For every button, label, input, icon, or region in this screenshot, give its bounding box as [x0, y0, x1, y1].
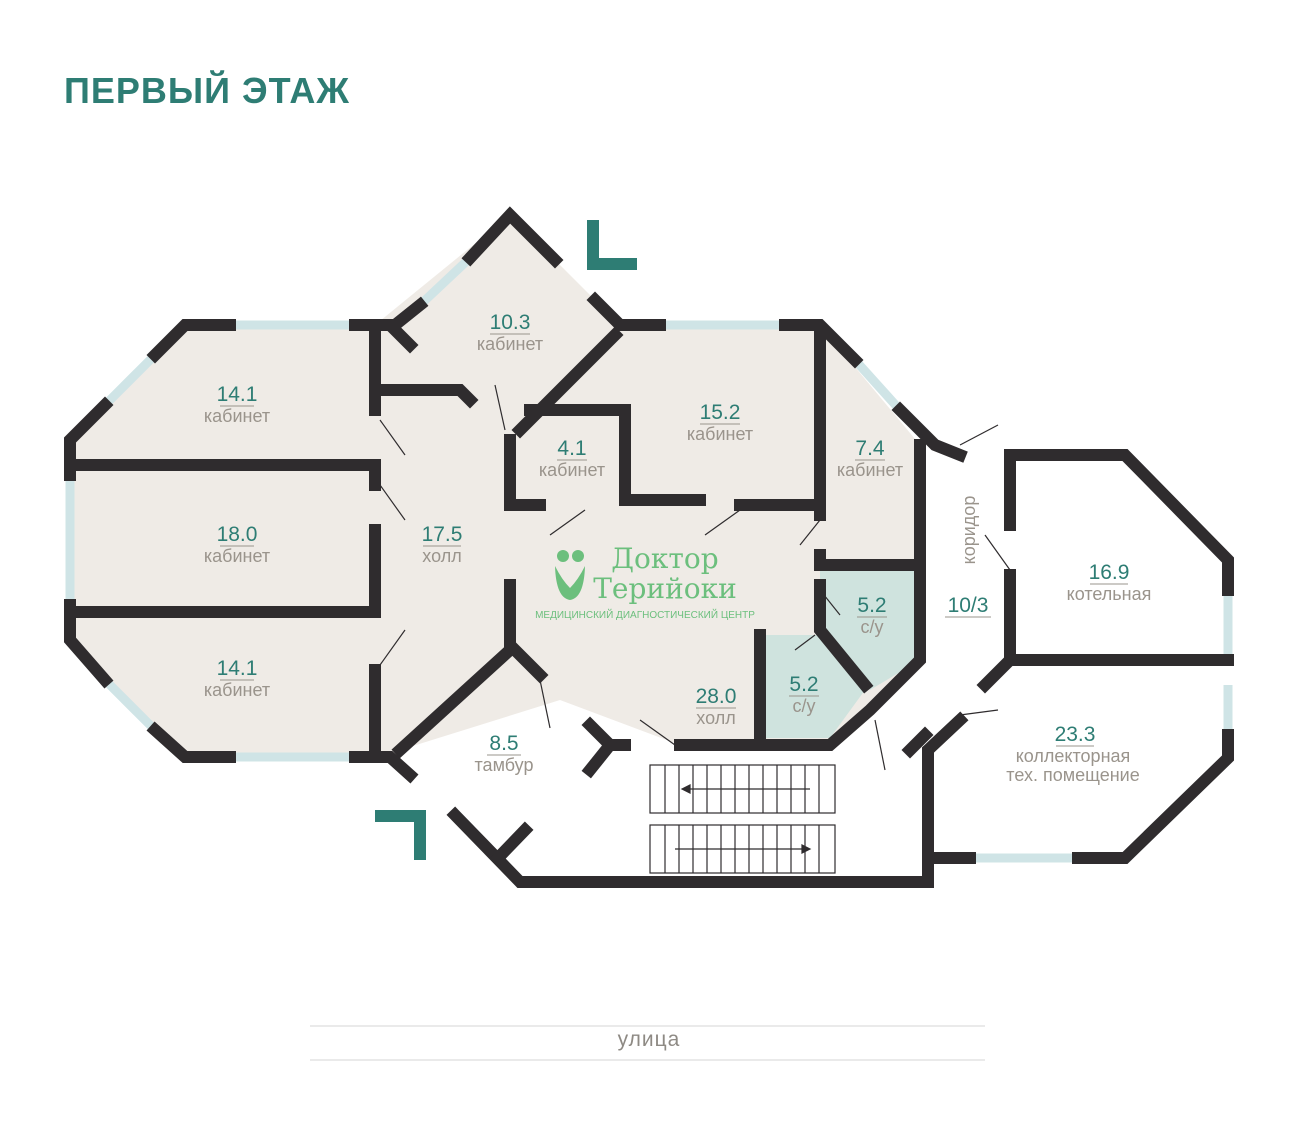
room-area: 7.4 — [855, 437, 885, 460]
room-name: кабинет — [687, 424, 753, 444]
section-marker-bottom — [375, 810, 426, 860]
section-markers — [375, 220, 637, 860]
floor-title: ПЕРВЫЙ ЭТАЖ — [64, 70, 350, 111]
room-name: с/у — [860, 617, 883, 637]
windows — [65, 254, 1233, 863]
room-area: 5.2 — [857, 594, 886, 617]
room-area: 28.0 — [696, 685, 737, 708]
logo-line1: Доктор — [611, 542, 718, 575]
door-swings — [379, 384, 1011, 771]
room-area: 14.1 — [217, 657, 258, 680]
room-name-line2: тех. помещение — [1006, 765, 1139, 785]
room-area: 10/3 — [948, 594, 989, 617]
street-label: улица — [617, 1028, 681, 1051]
walls — [64, 206, 1234, 888]
clinic-logo: Доктор Терийоки МЕДИЦИНСКИЙ ДИАГНОСТИЧЕС… — [535, 542, 755, 621]
corridor-label: коридор — [959, 496, 979, 565]
room-area: 8.5 — [489, 732, 518, 755]
room-name: кабинет — [204, 680, 270, 700]
room-name: холл — [696, 708, 735, 728]
room-name: кабинет — [204, 406, 270, 426]
logo-line2: Терийоки — [593, 572, 737, 605]
street-lines — [310, 1025, 985, 1061]
room-labels: 14.1 кабинет 18.0 кабинет 14.1 кабинет 1… — [204, 311, 1151, 785]
room-name: кабинет — [539, 460, 605, 480]
section-marker-top — [587, 220, 637, 270]
room-name: коллекторная — [1016, 746, 1131, 766]
room-area: 10.3 — [490, 311, 531, 334]
room-area: 4.1 — [557, 437, 586, 460]
floor-left-wing — [70, 325, 375, 757]
room-area: 18.0 — [217, 523, 258, 546]
room-area: 17.5 — [422, 523, 463, 546]
room-name: кабинет — [204, 546, 270, 566]
room-name: котельная — [1067, 584, 1152, 604]
logo-tagline: МЕДИЦИНСКИЙ ДИАГНОСТИЧЕСКИЙ ЦЕНТР — [535, 608, 755, 621]
room-name: тамбур — [475, 755, 534, 775]
room-name: с/у — [792, 696, 815, 716]
tulip-icon — [555, 550, 585, 600]
room-name: кабинет — [837, 460, 903, 480]
room-name: холл — [422, 546, 461, 566]
stairs — [649, 764, 836, 874]
room-area: 14.1 — [217, 383, 258, 406]
room-area: 16.9 — [1089, 561, 1130, 584]
floor-fills — [70, 215, 920, 757]
room-area: 23.3 — [1055, 723, 1096, 746]
room-area: 15.2 — [700, 401, 741, 424]
room-area: 5.2 — [789, 673, 818, 696]
room-name: кабинет — [477, 334, 543, 354]
